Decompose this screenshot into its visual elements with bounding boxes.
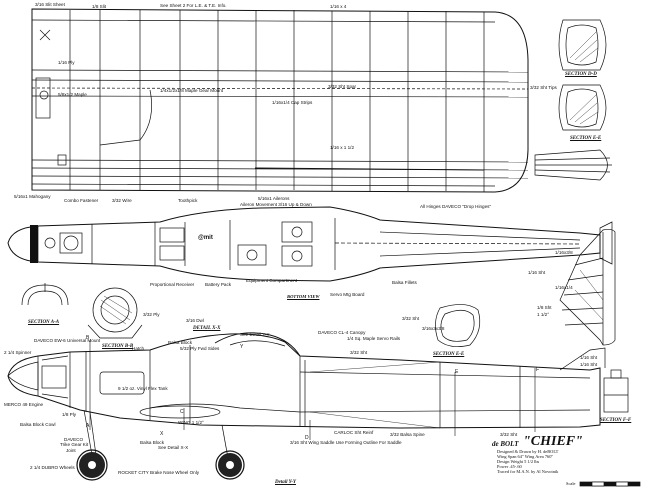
label-ply-1-8: 1/8 Ply (62, 412, 77, 417)
label-slit: 1/8 Slit (92, 4, 107, 9)
label-fraction: 1/16 x 1 1/2 (330, 145, 355, 150)
label-top-tips: 1/16 x 4 (330, 4, 347, 9)
label-wheels: 2 1/4 DUBRO Wheels (30, 465, 75, 470)
scale-label: Scale (566, 481, 576, 486)
label-tail-1-16: 1/16x1/4 (555, 285, 573, 290)
title-name: "CHIEF" (523, 434, 583, 449)
section-ee-mid (435, 304, 481, 347)
label-see-yy: See Detail Y-Y (240, 332, 270, 337)
label-gear-mount: 1/4x1/2x1/8 Maple Gear Mount (160, 88, 224, 93)
label-3-32-sht-c: 3/32 Sht (402, 316, 420, 321)
label-wing-guide: 3/16 Sht Wing Saddle Use Forming Outline… (290, 440, 402, 445)
label-rocket: ROCKET CITY Brake Nose Wheel Only (118, 470, 200, 475)
label-cross: 3/16x3x3/8 (422, 326, 445, 331)
label-hatch: Hatch (132, 346, 145, 351)
label-wire: 3/32 Wire (112, 198, 132, 203)
section-title-bb: SECTION B-B (102, 344, 134, 349)
label-tail-sht: 1/8 Sht (537, 305, 552, 310)
letter-c: C (180, 409, 184, 415)
label-aileron-movement: Aileron Movement 3/16 Up & Down (240, 202, 312, 207)
label-tail-sht3: 1/16 Sht (580, 362, 598, 367)
section-ff (603, 369, 629, 413)
label-servo-rails: 1/4 Sq. Maple Servo Rails (347, 336, 401, 341)
letter-b: B (86, 335, 90, 341)
title-line4: Power .45-.60 (497, 464, 522, 469)
title-line5: Traced for M.A.N. by Al Novotnik (497, 469, 559, 474)
label-servo-board: Servo Mtg Board (330, 292, 365, 297)
label-fillets: Balsa Fillets (392, 280, 417, 285)
label-toothpick: Toothpick (178, 198, 198, 203)
letter-a: A (86, 423, 90, 429)
label-cap-strips: 1/16x1/4 Cap Strips (272, 100, 313, 105)
label-tail-sht2: 1/16 Sht (580, 355, 598, 360)
label-pushrod-guide: 5/32 Ply Fwd Sides (180, 346, 220, 351)
label-combo-fastener: Combo Fastener (64, 198, 99, 203)
label-tail-angle: 1 1/2° (537, 312, 550, 317)
label-cowl: Balsa Block Cowl (20, 422, 56, 427)
label-ailerons: 5/16x1 Ailerons (258, 196, 290, 201)
label-tail-1-8: 1/16x3/8 (555, 250, 573, 255)
letter-f: F (536, 367, 540, 373)
label-detail-yy: Detail Y-Y (275, 480, 296, 485)
label-bottom-view: BOTTOM VIEW (287, 294, 320, 299)
section-title-ee-mid: SECTION E-E (433, 352, 465, 357)
label-wing-angle: WING 1 1/2° (178, 420, 204, 425)
firewall-block (30, 225, 38, 263)
section-ee-top (558, 84, 607, 131)
scale-bar (579, 481, 641, 487)
label-ply-1-16: 1/16 Ply (58, 60, 75, 65)
label-receiver: Proportional Receiver (150, 282, 195, 287)
stabilizer-plan (559, 228, 616, 346)
label-3-32-sht: 3/32 Sht (350, 350, 368, 355)
letter-y: Y (240, 344, 244, 350)
label-section-xx: See Detail X-X (158, 445, 189, 450)
label-sheet-note: See Sheet 2 For L.E. & T.E. Info. (160, 3, 227, 8)
title-line2: Wing Span 64" Wing Area 760" (497, 454, 554, 459)
title-prefix: de BOLT (492, 440, 519, 448)
label-maple: 5/8x1/2 Maple (58, 92, 87, 97)
letter-x: X (160, 431, 164, 437)
label-ply-3-32: 3/32 Ply (143, 312, 160, 317)
section-aa (21, 283, 69, 306)
label-equipment: Equipment Compartment (246, 278, 298, 283)
label-battery: Battery Pack (205, 282, 232, 287)
label-nyrods: CARLOC Sht Reinf (334, 430, 374, 435)
label-spinner: 2 1/4 Spinner (4, 350, 32, 355)
section-title-ee-top: SECTION E-E (570, 136, 602, 141)
letter-e: E (455, 369, 459, 375)
label-balsa-block2: Balsa Block (168, 340, 193, 345)
title-line3: Design Weight 5 1/2 lbs (497, 459, 540, 464)
label-sheet-top: 3/16 Slit Sheet (35, 2, 65, 7)
wingtip-detail (534, 149, 612, 181)
section-dd (558, 19, 607, 71)
label-detail-xx-title: DETAIL X-X (193, 326, 221, 331)
label-mahogany: 5/16x1 Mahogany (14, 194, 51, 199)
wing-plan (31, 8, 529, 193)
section-markers (89, 340, 536, 440)
letter-d: D (305, 435, 309, 441)
section-title-ff: SECTION F-F (600, 418, 632, 423)
label-balsa-spine: 3/32 Balsa Spine (390, 432, 425, 437)
label-merco: MERCO 49 Engine (4, 402, 44, 407)
label-daveco2: DAVECO (64, 437, 84, 442)
title-line1: Designed & Drawn by H. deBOLT (497, 449, 559, 454)
label-joint: Joint (66, 448, 76, 453)
label-canopy: DAVECO CL-4 Canopy (318, 330, 366, 335)
label-tank: 9 1/2 oz. Vinyl Flex Tank (118, 386, 168, 391)
label-brand: @mit (198, 235, 213, 241)
label-tips: 3/32 Sht Tips (530, 85, 557, 90)
label-hinges: All Hinges DAVECO "Drop Hinges" (420, 204, 492, 209)
section-title-aa: SECTION A-A (28, 320, 60, 325)
section-title-dd: SECTION D-D (565, 72, 597, 77)
label-3-32-sht-b: 3/32 Sht (500, 432, 518, 437)
fuselage-bottom-view (7, 206, 613, 282)
label-balsa-block: Balsa Block (140, 440, 165, 445)
label-1-16-sht: 1/16 Sht (528, 270, 546, 275)
label-daveco: DAVECO EW-6 Universal Mount (34, 338, 101, 343)
label-dowel: 3/16 Dwl (186, 318, 204, 323)
label-trike: Trike Gear Kit (60, 442, 89, 447)
section-bb (87, 287, 143, 339)
label-spar: 3/32 Sht Spar (328, 84, 357, 89)
